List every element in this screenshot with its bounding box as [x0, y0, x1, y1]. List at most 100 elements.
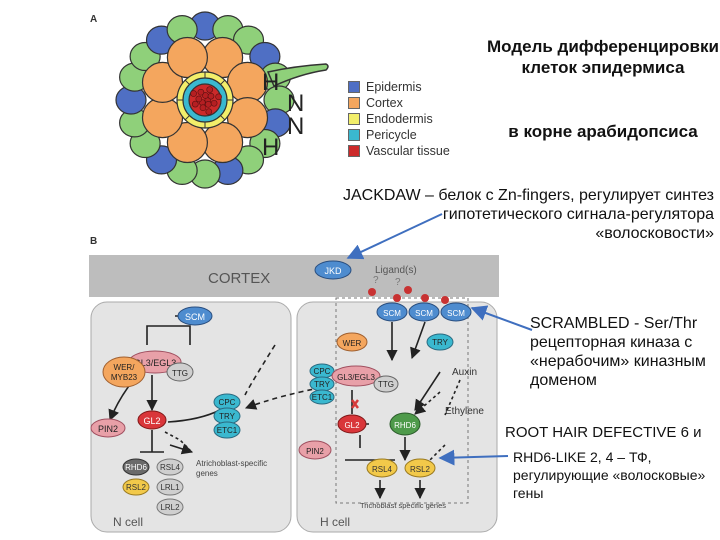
- panel-b-label: B: [90, 236, 97, 247]
- svg-text:RSL2: RSL2: [410, 465, 431, 474]
- h-ttg-node: TTG: [373, 375, 399, 393]
- auxin-label: Auxin: [452, 367, 477, 378]
- svg-text:SCM: SCM: [383, 309, 401, 318]
- vascular-cell: [215, 93, 222, 101]
- svg-text:?: ?: [395, 277, 401, 288]
- scrambled-annotation: SCRAMBLED - Ser/Thr рецепторная киназа с…: [530, 315, 706, 389]
- ligand-dots: ? ?: [368, 275, 449, 304]
- scm-annotation-arrow: [470, 305, 533, 331]
- inhibition-cross: [351, 399, 359, 409]
- h-rsl2-node: RSL2: [404, 458, 436, 478]
- slide-subtitle: в корне арабидопсиса: [508, 122, 698, 141]
- h-gl3-node: GL3/EGL3: [331, 365, 381, 387]
- svg-text:CPC: CPC: [219, 398, 236, 407]
- vascular-cell: [191, 100, 199, 108]
- h-gl2-node: GL2: [337, 414, 367, 434]
- endodermis-wall: [184, 115, 190, 121]
- endodermis-wall: [220, 115, 226, 121]
- panel-a-label: A: [90, 14, 97, 25]
- svg-text:GL2: GL2: [344, 421, 360, 430]
- svg-text:LRL1: LRL1: [160, 483, 180, 492]
- root-cross-section: [115, 11, 295, 189]
- atrichoblast-genes-line2: genes: [196, 469, 218, 478]
- cell-label-n-bottom: N: [287, 113, 304, 140]
- svg-text:RSL4: RSL4: [160, 463, 181, 472]
- svg-text:SCM: SCM: [185, 312, 205, 322]
- n-wer-myb23-node: WER/ MYB23: [102, 356, 146, 388]
- cortex-cell: [141, 97, 184, 139]
- svg-text:SCM: SCM: [447, 309, 465, 318]
- vascular-cell: [207, 92, 215, 100]
- h-try-node: TRY: [426, 333, 454, 351]
- ethylene-label: Ethylene: [445, 406, 484, 417]
- n-gl2-node: GL2: [137, 410, 167, 430]
- h-rhd6-node: RHD6: [389, 412, 421, 436]
- root-hair: [266, 63, 329, 88]
- svg-text:ETC1: ETC1: [217, 426, 238, 435]
- n-rhd6-node: RHD6: [122, 458, 150, 476]
- h-cell-label: H cell: [320, 515, 350, 529]
- svg-text:TTG: TTG: [172, 369, 188, 378]
- h-rsl4-node: RSL4: [366, 458, 398, 478]
- h-jkd-node: JKD: [314, 260, 352, 280]
- svg-text:WER: WER: [343, 339, 362, 348]
- rhd6-annotation-line1: ROOT HAIR DEFECTIVE 6 и: [505, 424, 702, 441]
- n-rsl4-node: RSL4: [156, 458, 184, 476]
- cortex-cell: [202, 121, 244, 164]
- legend-swatch: [348, 113, 360, 125]
- n-lrl1-node: LRL1: [156, 478, 184, 496]
- endodermis-wall: [220, 79, 226, 85]
- n-rsl2-node: RSL2: [122, 478, 150, 496]
- legend-item-vascular-tissue: Vascular tissue: [348, 143, 466, 159]
- h-cpc-try-etc1-node: CPC TRY ETC1: [309, 363, 335, 405]
- svg-text:TRY: TRY: [314, 380, 331, 389]
- h-scm-nodes: SCM SCM SCM: [376, 302, 472, 322]
- svg-text:RSL4: RSL4: [372, 465, 393, 474]
- vascular-cell: [195, 95, 203, 103]
- svg-text:?: ?: [373, 275, 379, 286]
- cell-label-h-bottom: H: [262, 134, 279, 161]
- n-lrl2-node: LRL2: [156, 498, 184, 516]
- jkd-annotation-arrow: [346, 213, 443, 260]
- legend-item-cortex: Cortex: [348, 95, 466, 111]
- svg-text:LRL2: LRL2: [160, 503, 180, 512]
- n-cell-label: N cell: [113, 515, 143, 529]
- vascular-cell: [190, 90, 197, 97]
- tissue-legend: Epidermis Cortex Endodermis Pericycle Va…: [348, 79, 466, 159]
- svg-text:GL2: GL2: [143, 416, 160, 426]
- svg-text:RHD6: RHD6: [394, 421, 416, 430]
- svg-text:RSL2: RSL2: [126, 483, 147, 492]
- jackdaw-annotation: JACKDAW – белок с Zn-fingers, регулирует…: [342, 187, 714, 242]
- panel-a-root-cross-section: A H N N H: [90, 11, 329, 189]
- n-pin2-node: PIN2: [90, 418, 126, 438]
- vascular-cell: [205, 108, 213, 115]
- svg-text:TTG: TTG: [378, 380, 394, 389]
- vascular-cell: [205, 100, 212, 108]
- legend-swatch: [348, 97, 360, 109]
- cortex-cell: [166, 36, 208, 79]
- n-cpc-try-etc1-node: CPC TRY ETC1: [213, 393, 241, 439]
- svg-text:SCM: SCM: [415, 309, 433, 318]
- svg-text:MYB23: MYB23: [111, 373, 138, 382]
- n-cell: [90, 301, 292, 533]
- h-wer-node: WER: [336, 332, 368, 352]
- svg-text:GL3/EGL3: GL3/EGL3: [337, 373, 375, 382]
- svg-text:TRY: TRY: [219, 412, 236, 421]
- vascular-cell: [199, 104, 207, 112]
- rhd6-annotation-line2: RHD6-LIKE 2, 4 – ТФ, регулирующие «волос…: [513, 449, 706, 501]
- trichoblast-genes-label: Trichoblast specific genes: [360, 501, 446, 510]
- legend-swatch: [348, 81, 360, 93]
- vascular-cell: [197, 88, 205, 96]
- vascular-cell: [206, 86, 214, 93]
- vascular-cell: [210, 99, 218, 107]
- cell-label-h-top: H: [262, 69, 279, 96]
- ligand-label: Ligand(s): [375, 265, 417, 276]
- svg-text:RHD6: RHD6: [125, 463, 147, 472]
- h-cell-signaling-box: [335, 297, 469, 504]
- svg-text:JKD: JKD: [324, 266, 342, 276]
- panel-b-signaling-model: B CORTEX Ligand(s) N cell H cell ? ?: [89, 236, 499, 533]
- svg-text:GL3/EGL3: GL3/EGL3: [134, 358, 177, 368]
- cortex-label: CORTEX: [208, 270, 270, 287]
- cortex-band: [89, 255, 499, 297]
